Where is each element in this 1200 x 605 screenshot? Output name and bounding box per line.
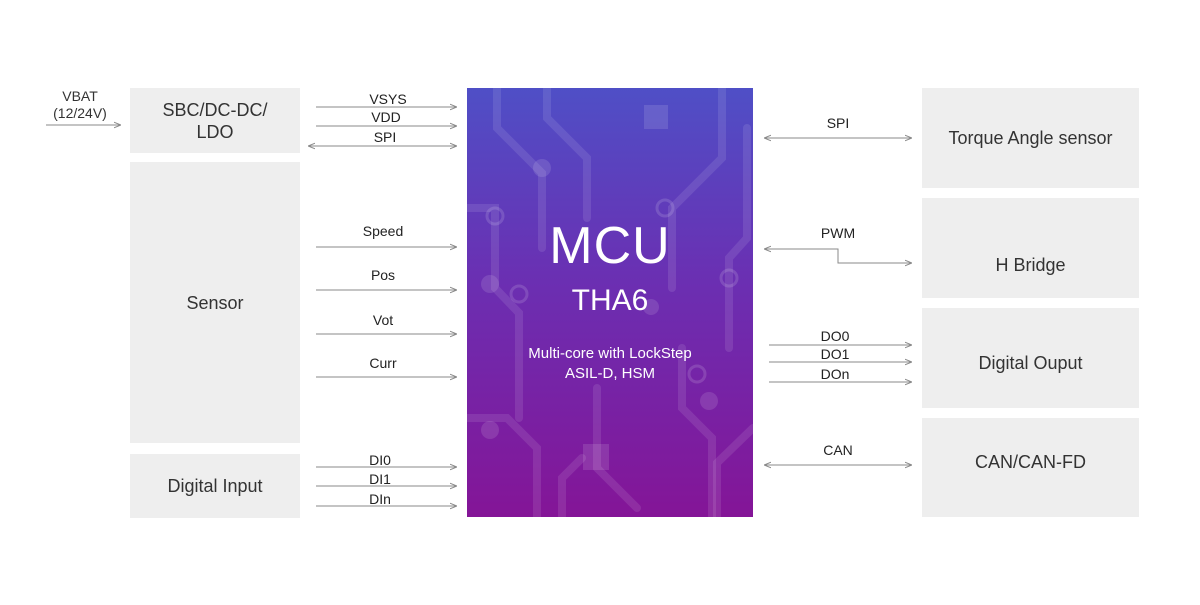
pos-label: Pos (370, 267, 396, 283)
can-block-label: CAN/CAN-FD (975, 451, 1086, 472)
sensor-label: Sensor (186, 292, 244, 313)
digital-output-block: Digital Ouput (922, 308, 1139, 408)
h-bridge-label: H Bridge (995, 255, 1066, 275)
h-bridge-block: H Bridge (922, 198, 1139, 298)
di1-label: DI1 (369, 471, 391, 487)
sbc-label-line1: SBC/DC-DC/ (162, 99, 268, 120)
mcu-desc-line1: Multi-core with LockStep (528, 345, 692, 362)
torque-angle-sensor-label: Torque Angle sensor (948, 128, 1113, 148)
mcu-description: Multi-core with LockStep ASIL-D, HSM (467, 344, 753, 384)
pwm-arrow (764, 249, 912, 263)
sbc-block: SBC/DC-DC/ LDO (130, 88, 300, 153)
vbat-label: VBAT (12/24V) (44, 88, 116, 122)
digital-output-label: Digital Ouput (978, 353, 1083, 373)
curr-label: Curr (369, 355, 397, 371)
don-label: DOn (820, 366, 850, 382)
vsys-label: VSYS (369, 91, 407, 107)
do1-label: DO1 (820, 346, 850, 362)
din-label: DIn (369, 491, 391, 507)
mcu-model: THA6 (571, 284, 649, 317)
pwm-label: PWM (820, 225, 856, 241)
torque-angle-sensor-block: Torque Angle sensor (922, 88, 1139, 188)
sbc-label-line2: LDO (196, 121, 234, 142)
digital-input-label: Digital Input (167, 476, 263, 496)
di0-label: DI0 (369, 452, 391, 468)
vot-label: Vot (372, 312, 394, 328)
mcu-block: MCU THA6 Multi-core with LockStep ASIL-D… (467, 88, 753, 517)
can-label: CAN (823, 442, 853, 458)
can-block: CAN/CAN-FD (922, 418, 1139, 517)
sensor-block: Sensor (130, 162, 300, 443)
do0-label: DO0 (820, 328, 850, 344)
mcu-desc-line2: ASIL-D, HSM (564, 365, 655, 382)
digital-input-block: Digital Input (130, 454, 300, 518)
vdd-label: VDD (371, 109, 401, 125)
circuit-trace-pattern (467, 88, 753, 517)
spi-right-label: SPI (826, 115, 850, 131)
speed-label: Speed (362, 223, 404, 239)
mcu-title: MCU (549, 217, 671, 275)
vbat-text: VBAT (62, 88, 98, 104)
spi-left-label: SPI (373, 129, 397, 145)
vbat-voltage-text: (12/24V) (53, 105, 107, 121)
